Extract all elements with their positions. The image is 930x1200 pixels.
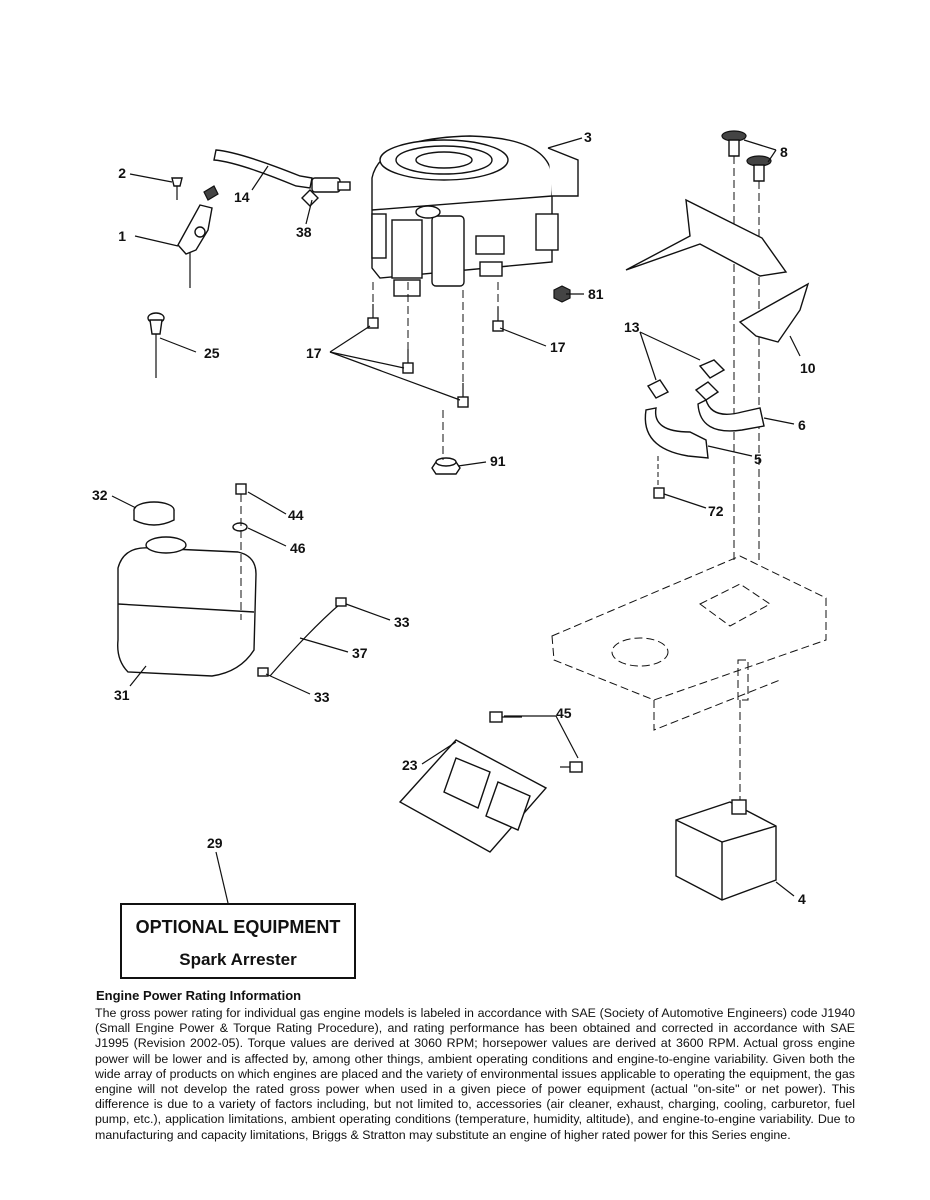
knobs-part <box>721 130 772 182</box>
fuel-hose-part <box>257 597 347 677</box>
callout-3: 3 <box>584 129 592 145</box>
callout-2: 2 <box>118 165 126 181</box>
engine-bolts <box>367 285 571 475</box>
fuel-tank-part <box>117 483 257 677</box>
callout-72: 72 <box>708 503 724 519</box>
heat-shield-part <box>625 198 810 343</box>
parts-diagram: 1 2 3 4 5 6 8 10 13 14 17 17 23 25 29 31… <box>92 129 827 907</box>
optional-equipment-box: OPTIONAL EQUIPMENT Spark Arrester <box>120 903 356 979</box>
callout-29: 29 <box>207 835 223 851</box>
mounting-plate-part <box>551 555 827 731</box>
callout-14: 14 <box>234 189 250 205</box>
callout-1: 1 <box>118 228 126 244</box>
callout-33-bottom: 33 <box>314 689 330 705</box>
dipstick-part <box>147 312 165 378</box>
callout-13: 13 <box>624 319 640 335</box>
leader-lines <box>111 137 801 904</box>
callout-46: 46 <box>290 540 306 556</box>
callout-5: 5 <box>754 451 762 467</box>
exhaust-pipes-part <box>644 359 765 499</box>
callout-8: 8 <box>780 144 788 160</box>
engine-part <box>371 135 579 297</box>
callout-91: 91 <box>490 453 506 469</box>
muffler-part <box>675 799 777 901</box>
throttle-control-part <box>171 177 219 288</box>
optional-equipment-title: OPTIONAL EQUIPMENT <box>135 917 341 937</box>
engine-info-heading: Engine Power Rating Information <box>96 988 302 1003</box>
engine-info-body: The gross power rating for individual ga… <box>95 1006 855 1142</box>
callout-37: 37 <box>352 645 368 661</box>
callout-81: 81 <box>588 286 604 302</box>
callout-6: 6 <box>798 417 806 433</box>
optional-equipment-item: Spark Arrester <box>179 950 297 969</box>
callout-23: 23 <box>402 757 418 773</box>
callout-17-left: 17 <box>306 345 322 361</box>
callout-25: 25 <box>204 345 220 361</box>
callout-38: 38 <box>296 224 312 240</box>
callout-32: 32 <box>92 487 108 503</box>
callout-10: 10 <box>800 360 816 376</box>
shield-plate-part <box>398 711 583 853</box>
callout-45: 45 <box>556 705 572 721</box>
callout-4: 4 <box>798 891 806 907</box>
callout-33-top: 33 <box>394 614 410 630</box>
callout-44: 44 <box>288 507 304 523</box>
callout-17-right: 17 <box>550 339 566 355</box>
callout-31: 31 <box>114 687 130 703</box>
fuel-line-part <box>213 149 351 207</box>
